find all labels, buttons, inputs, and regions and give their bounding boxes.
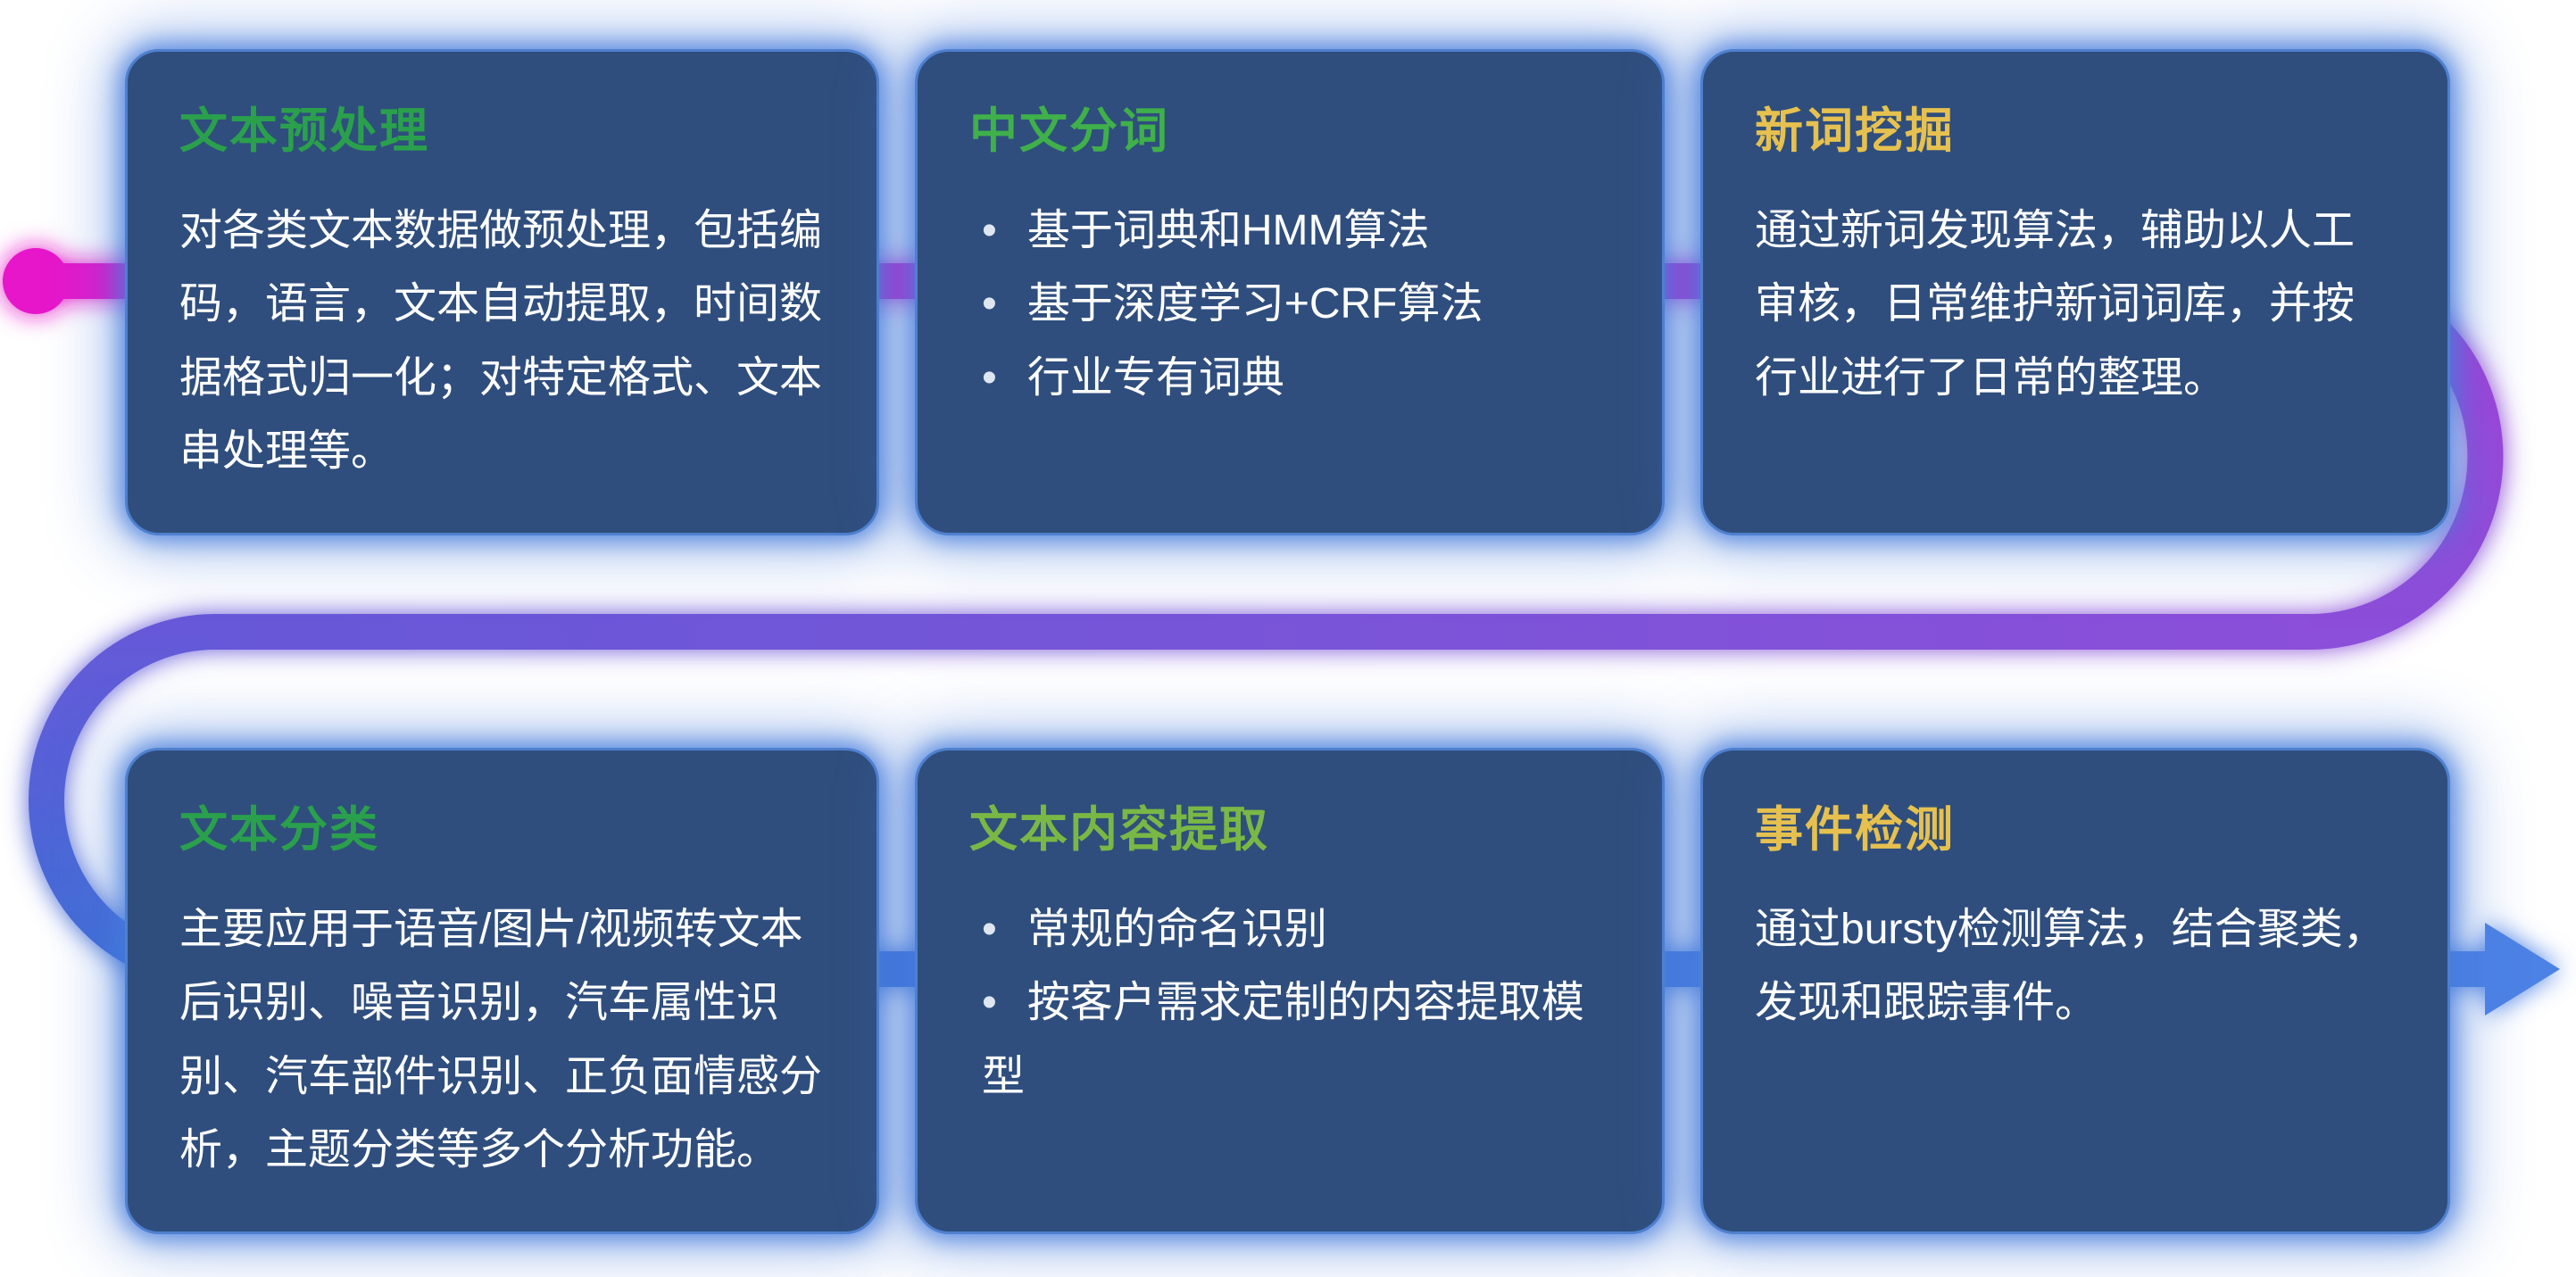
card-body: 通过新词发现算法，辅助以人工审核，日常维护新词词库，并按行业进行了日常的整理。 [1755,206,2356,402]
flow-end-arrow-icon [2485,923,2560,1016]
flow-start-dot-icon [3,248,69,314]
card-text-classification: 文本分类 主要应用于语音/图片/视频转文本后识别、噪音识别，汽车属性识别、汽车部… [125,748,879,1234]
bullet-item: 按客户需求定制的内容提取模型 [969,966,1610,1114]
card-body: 对各类文本数据做预处理，包括编码，语言，文本自动提取，时间数据格式归一化；对特定… [179,206,823,476]
bullet-item: 行业专有词典 [969,342,1610,416]
card-title: 新词挖掘 [1755,104,1955,158]
bullet-item: 基于深度学习+CRF算法 [969,268,1610,342]
card-event-detection: 事件检测 通过bursty检测算法，结合聚类，发现和跟踪事件。 [1700,748,2450,1234]
card-body: 通过bursty检测算法，结合聚类，发现和跟踪事件。 [1755,905,2386,1027]
card-bullet-list: 常规的命名识别 按客户需求定制的内容提取模型 [969,893,1610,1115]
card-title: 文本内容提取 [969,803,1269,857]
card-new-word-mining: 新词挖掘 通过新词发现算法，辅助以人工审核，日常维护新词词库，并按行业进行了日常… [1700,49,2450,535]
card-title: 事件检测 [1755,803,1955,857]
bullet-item: 基于词典和HMM算法 [969,195,1610,269]
card-title: 文本预处理 [179,104,429,158]
bullet-item: 常规的命名识别 [969,893,1610,967]
card-chinese-word-segmentation: 中文分词 基于词典和HMM算法 基于深度学习+CRF算法 行业专有词典 [915,49,1665,535]
card-body: 主要应用于语音/图片/视频转文本后识别、噪音识别，汽车属性识别、汽车部件识别、正… [179,905,823,1174]
card-text-content-extraction: 文本内容提取 常规的命名识别 按客户需求定制的内容提取模型 [915,748,1665,1234]
card-title: 中文分词 [969,104,1169,158]
card-title: 文本分类 [179,803,379,857]
card-bullet-list: 基于词典和HMM算法 基于深度学习+CRF算法 行业专有词典 [969,195,1610,416]
card-text-preprocessing: 文本预处理 对各类文本数据做预处理，包括编码，语言，文本自动提取，时间数据格式归… [125,49,879,535]
